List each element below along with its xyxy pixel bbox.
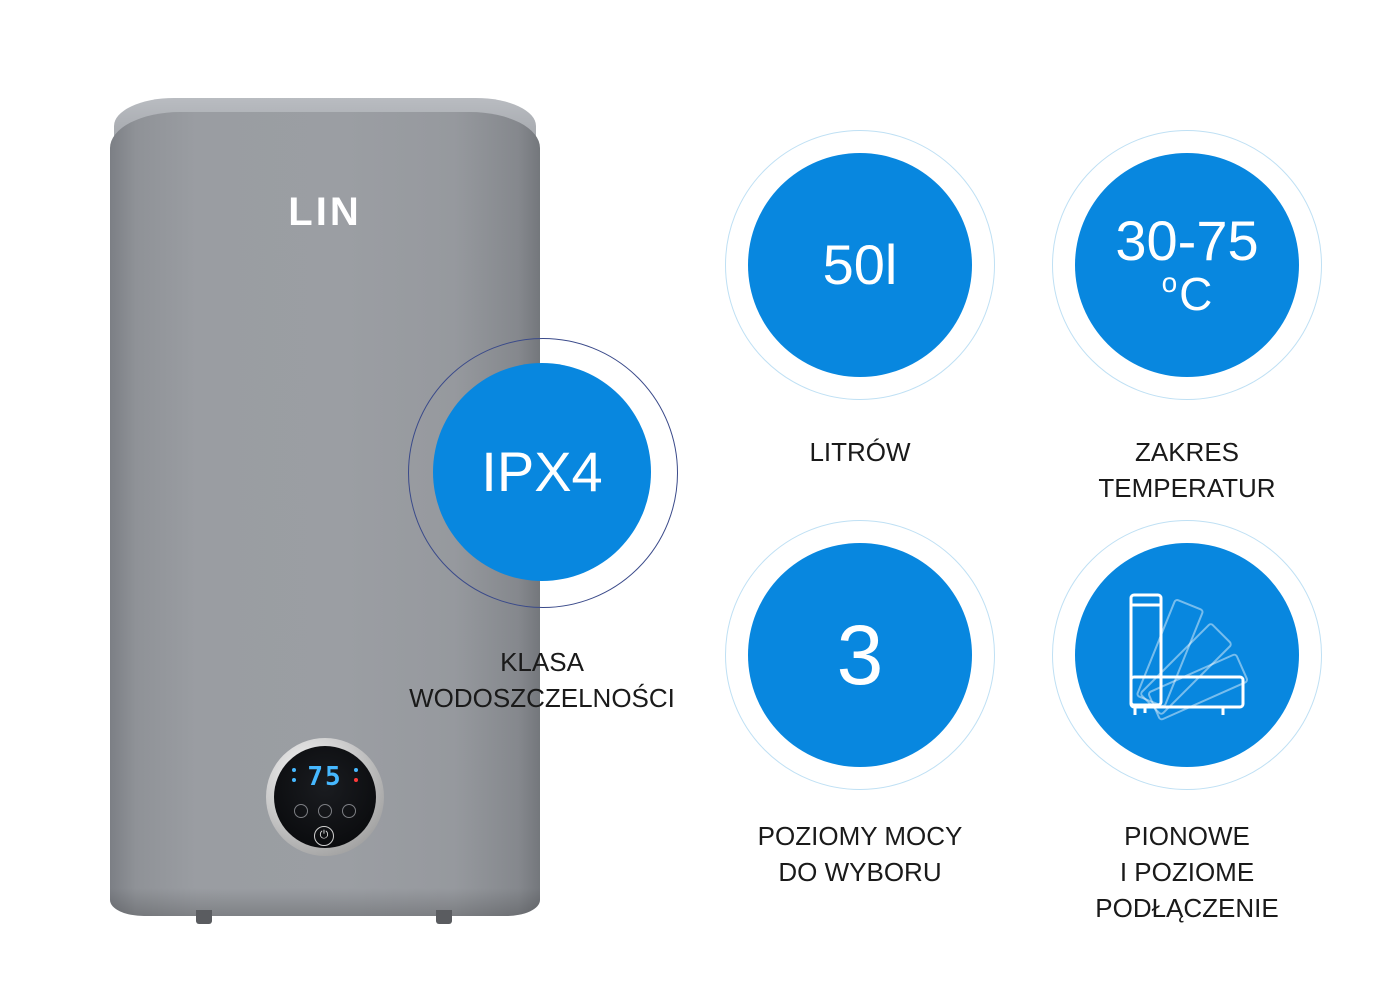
caption-line: DO WYBORU bbox=[778, 857, 942, 887]
caption-capacity: LITRÓW bbox=[700, 434, 1020, 470]
indicator-light bbox=[354, 778, 358, 782]
brand-logo: LIN bbox=[288, 190, 362, 234]
badge-unit: oC bbox=[1162, 268, 1213, 320]
indicator-light bbox=[292, 768, 296, 772]
badge-capacity: 50l bbox=[725, 130, 995, 400]
mode-button-2 bbox=[318, 804, 332, 818]
badge-value: 30-75 bbox=[1115, 209, 1259, 272]
caption-temperature: ZAKRES TEMPERATUR bbox=[1027, 434, 1347, 506]
caption-line: KLASA bbox=[500, 647, 584, 677]
caption-line: LITRÓW bbox=[809, 437, 911, 467]
temperature-display: 75 bbox=[307, 762, 343, 792]
control-panel: 75 ⏻ bbox=[266, 738, 384, 856]
unit-letter: C bbox=[1179, 268, 1213, 320]
badge-disc bbox=[1075, 543, 1299, 767]
mode-button-1 bbox=[294, 804, 308, 818]
caption-line: I POZIOME bbox=[1119, 857, 1255, 887]
badge-value: 50l bbox=[822, 233, 898, 296]
badge-value: 3 bbox=[836, 608, 884, 702]
mode-button-3 bbox=[342, 804, 356, 818]
badge-power-levels: 3 bbox=[725, 520, 995, 790]
badge-disc: 50l bbox=[748, 153, 972, 377]
control-panel-screen: 75 ⏻ bbox=[274, 746, 376, 848]
mounting-orientation-icon bbox=[1129, 593, 1248, 721]
caption-ipx4: KLASA WODOSZCZELNOŚCI bbox=[382, 644, 702, 716]
power-icon: ⏻ bbox=[314, 826, 334, 846]
caption-line: ZAKRES bbox=[1134, 437, 1240, 467]
caption-line: TEMPERATUR bbox=[1098, 473, 1276, 503]
badge-ring bbox=[725, 520, 995, 790]
caption-mounting: PIONOWE I POZIOME PODŁĄCZENIE bbox=[1027, 818, 1347, 926]
caption-line: WODOSZCZELNOŚCI bbox=[409, 683, 675, 713]
indicator-light bbox=[354, 768, 358, 772]
heater-bottom-shade bbox=[110, 888, 540, 916]
caption-line: PIONOWE bbox=[1124, 821, 1250, 851]
badge-disc: IPX4 bbox=[433, 363, 651, 581]
badge-ring bbox=[1052, 130, 1322, 400]
badge-disc: 30-75 oC bbox=[1075, 153, 1299, 377]
badge-ipx4: IPX4 bbox=[408, 338, 678, 608]
badge-disc: 3 bbox=[748, 543, 972, 767]
badge-value: IPX4 bbox=[481, 440, 603, 503]
heater-pipe-right bbox=[436, 910, 452, 924]
badge-ring bbox=[725, 130, 995, 400]
caption-power-levels: POZIOMY MOCY DO WYBORU bbox=[700, 818, 1020, 890]
degree-symbol: o bbox=[1161, 267, 1178, 298]
heater-pipe-left bbox=[196, 910, 212, 924]
badge-temperature: 30-75 oC bbox=[1052, 130, 1322, 400]
badge-mounting bbox=[1052, 520, 1322, 790]
caption-line: PODŁĄCZENIE bbox=[1095, 893, 1279, 923]
badge-ring bbox=[408, 338, 678, 608]
indicator-light bbox=[292, 778, 296, 782]
badge-ring bbox=[1052, 520, 1322, 790]
caption-line: POZIOMY MOCY bbox=[757, 821, 963, 851]
